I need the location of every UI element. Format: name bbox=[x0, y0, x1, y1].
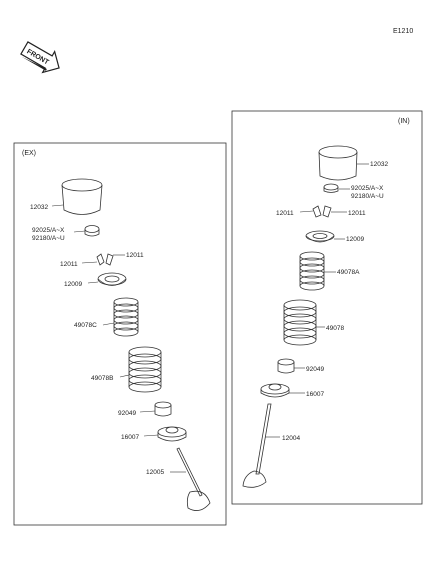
ex-inner-spring-label: 49078C bbox=[74, 322, 97, 329]
ex-spring-seat bbox=[157, 426, 187, 442]
in-keeper-label: 12011 bbox=[348, 210, 366, 217]
ex-exhaust-valve bbox=[176, 447, 211, 511]
page-code: E1210 bbox=[393, 28, 413, 35]
ex-keeper-label-left: 12011 bbox=[60, 261, 78, 268]
in-keeper-label-left: 12011 bbox=[276, 210, 294, 217]
in-shim-label-1: 92025/A~X bbox=[351, 185, 384, 192]
in-shim bbox=[323, 183, 339, 193]
ex-outer-valve-spring bbox=[128, 346, 162, 393]
ex-shim-label-1: 92025/A~X bbox=[32, 227, 65, 234]
ex-valve-keepers bbox=[96, 253, 114, 266]
ex-retainer-label: 12009 bbox=[64, 281, 82, 288]
ex-outer-spring-label: 49078B bbox=[91, 375, 113, 382]
ex-inner-valve-spring bbox=[113, 297, 139, 337]
in-seal-label: 92049 bbox=[306, 366, 324, 373]
in-retainer-label: 12009 bbox=[346, 236, 364, 243]
intake-panel: (IN) 12032 92025/A~X 92180/A~U 12011 120… bbox=[231, 110, 423, 505]
ex-spring-retainer bbox=[97, 272, 127, 286]
front-arrow-icon: FRONT bbox=[20, 41, 60, 74]
in-lifter-label: 12032 bbox=[370, 161, 388, 168]
in-valve-stem-seal bbox=[277, 358, 295, 374]
in-spring-seat bbox=[260, 383, 290, 398]
intake-panel-label: (IN) bbox=[398, 118, 410, 125]
ex-keeper-label: 12011 bbox=[126, 252, 144, 259]
in-shim-label-2: 92180/A~U bbox=[351, 193, 384, 200]
in-outer-valve-spring bbox=[283, 299, 317, 346]
ex-shim-label-2: 92180/A~U bbox=[32, 235, 65, 242]
in-inner-valve-spring bbox=[299, 251, 325, 291]
in-intake-valve bbox=[242, 403, 272, 488]
in-valve-label: 12004 bbox=[282, 435, 300, 442]
ex-valve-label: 12005 bbox=[146, 469, 164, 476]
in-seat-label: 16007 bbox=[306, 391, 324, 398]
ex-seat-label: 16007 bbox=[121, 434, 139, 441]
exhaust-panel-frame bbox=[13, 142, 227, 526]
exhaust-panel-label: (EX) bbox=[22, 150, 36, 157]
exhaust-panel: (EX) 12032 92025/A~X 92180/A~U 12011 120… bbox=[13, 142, 227, 526]
ex-seal-label: 92049 bbox=[118, 410, 136, 417]
in-spring-retainer bbox=[305, 230, 335, 243]
in-valve-lifter bbox=[318, 145, 358, 181]
in-outer-spring-label: 49078 bbox=[326, 325, 344, 332]
ex-valve-lifter bbox=[61, 178, 103, 215]
intake-panel-frame bbox=[231, 110, 423, 505]
in-valve-keepers bbox=[312, 205, 332, 218]
ex-shim bbox=[84, 225, 100, 237]
in-inner-spring-label: 49078A bbox=[337, 269, 360, 276]
ex-lifter-label: 12032 bbox=[30, 204, 48, 211]
ex-valve-stem-seal bbox=[154, 401, 172, 417]
